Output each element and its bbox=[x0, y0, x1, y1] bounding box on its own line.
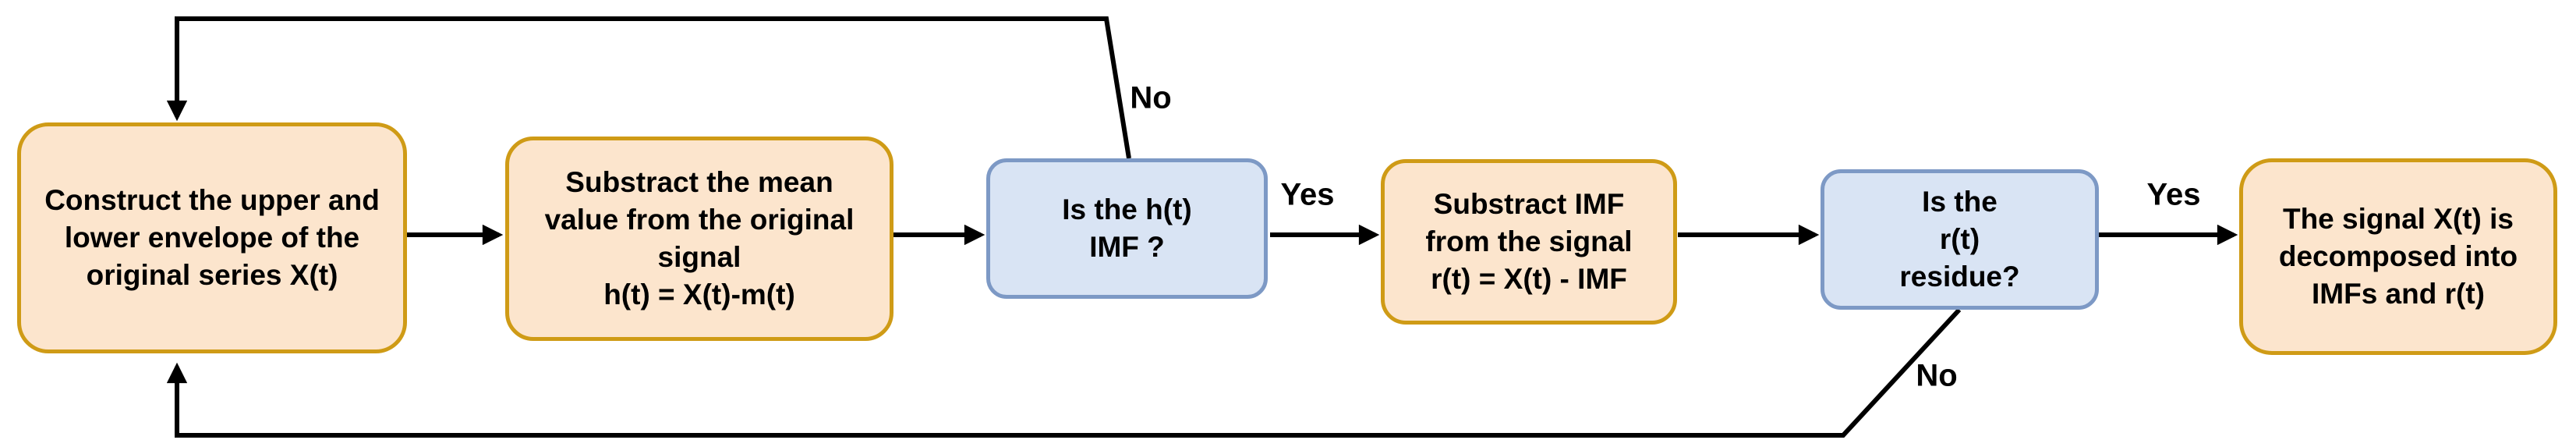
edge-is-imf-no-feedback bbox=[166, 16, 1131, 159]
node-is-h-imf: Is the h(t) IMF ? bbox=[986, 158, 1268, 299]
edge-label-yes-residue: Yes bbox=[2146, 177, 2201, 212]
edge-is-residue-no-feedback bbox=[166, 307, 1962, 438]
node-subtract-mean: Substract the mean value from the origin… bbox=[505, 137, 893, 341]
node-subtract-imf: Substract IMF from the signal r(t) = X(t… bbox=[1381, 159, 1677, 325]
edge-label-yes-imf: Yes bbox=[1280, 177, 1335, 212]
node-is-r-residue: Is the r(t) residue? bbox=[1821, 169, 2099, 310]
edge-label-no-imf: No bbox=[1130, 80, 1172, 115]
node-construct-envelope: Construct the upper and lower envelope o… bbox=[17, 122, 407, 353]
edge-label-no-residue: No bbox=[1916, 358, 1958, 393]
node-decomposed: The signal X(t) is decomposed into IMFs … bbox=[2239, 158, 2557, 355]
